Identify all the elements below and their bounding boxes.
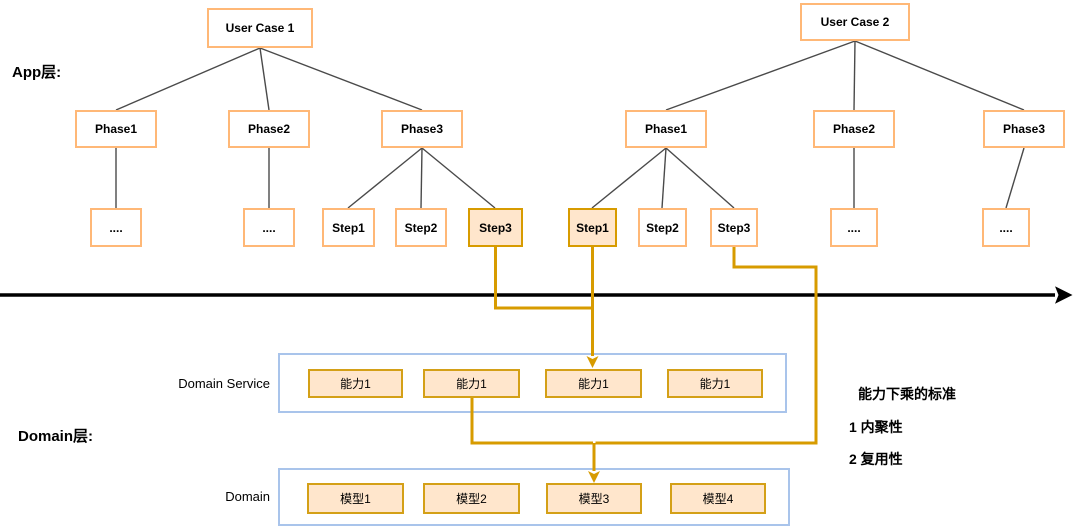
uc2-phase1-node: Phase1	[625, 110, 707, 148]
uc2-phase3-node: Phase3	[983, 110, 1065, 148]
model-chip-4: 模型4	[670, 483, 766, 514]
capability-chip-1: 能力1	[308, 369, 403, 398]
uc1-phase2-node: Phase2	[228, 110, 310, 148]
model-chip-1: 模型1	[307, 483, 404, 514]
notes-title: 能力下乘的标准	[858, 386, 956, 402]
domain-label: Domain	[225, 489, 270, 504]
uc1-phase3-node: Phase3	[381, 110, 463, 148]
uc2-root-node: User Case 2	[800, 3, 910, 41]
uc1-dots2-node: ....	[243, 208, 295, 247]
uc2-dots2-node: ....	[982, 208, 1030, 247]
uc1-tree-edges	[115, 47, 496, 209]
uc1-step1-node: Step1	[322, 208, 375, 247]
uc1-dots1-node: ....	[90, 208, 142, 247]
model-chip-2: 模型2	[423, 483, 520, 514]
uc2-step3-node: Step3	[710, 208, 758, 247]
uc2-phase2-node: Phase2	[813, 110, 895, 148]
model-chip-3: 模型3	[546, 483, 642, 514]
capability-chip-2: 能力1	[423, 369, 520, 398]
uc2-step2-node: Step2	[638, 208, 687, 247]
domain-service-label: Domain Service	[178, 376, 270, 391]
capability-chip-3: 能力1	[545, 369, 642, 398]
note-item-2: 2 复用性	[849, 451, 903, 467]
capability-chip-4: 能力1	[667, 369, 763, 398]
uc1-root-node: User Case 1	[207, 8, 313, 48]
uc2-step1-node-highlighted: Step1	[568, 208, 617, 247]
uc1-phase1-node: Phase1	[75, 110, 157, 148]
uc1-step2-node: Step2	[395, 208, 447, 247]
uc2-tree-edges	[591, 40, 1025, 209]
uc1-step3-node-highlighted: Step3	[468, 208, 523, 247]
app-layer-label: App层:	[12, 64, 62, 81]
uc2-dots1-node: ....	[830, 208, 878, 247]
domain-layer-label: Domain层:	[18, 428, 94, 445]
note-item-1: 1 内聚性	[849, 419, 903, 435]
